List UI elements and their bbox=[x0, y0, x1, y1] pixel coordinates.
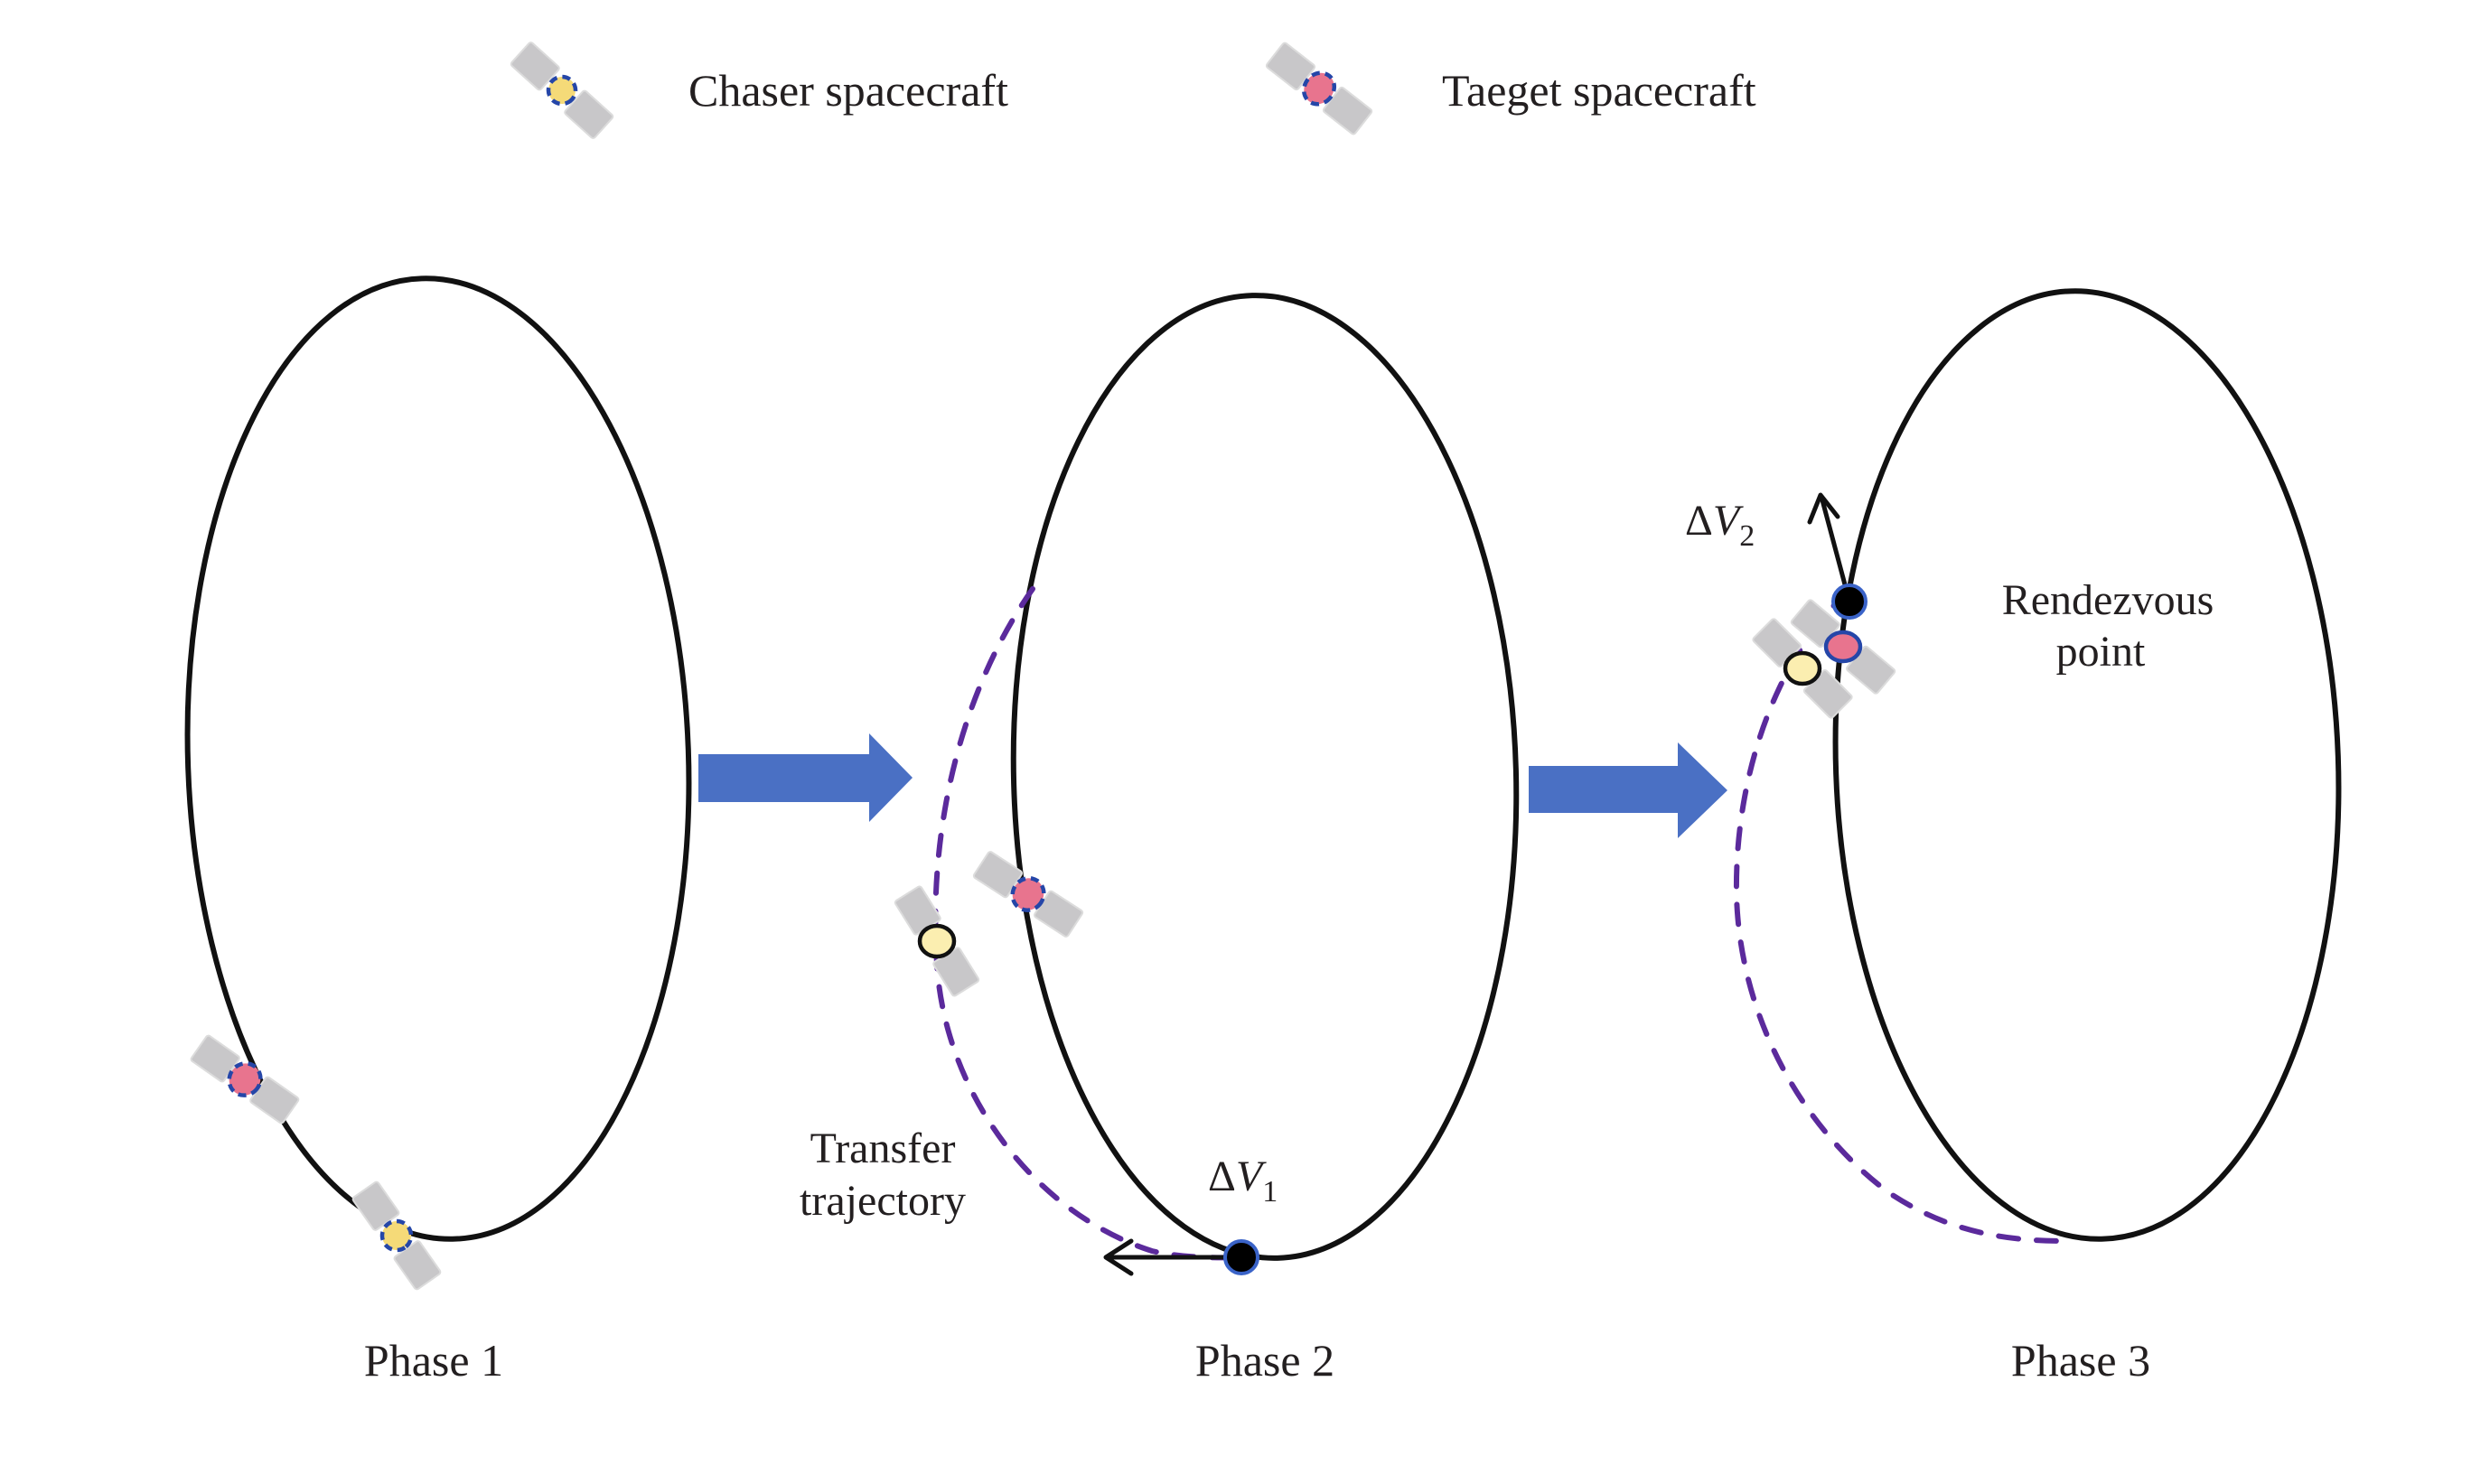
chaser-spacecraft-icon bbox=[509, 40, 615, 141]
phase-3-target-spacecraft bbox=[1789, 598, 1897, 695]
transfer-trajectory-label-line2: trajectory bbox=[800, 1177, 966, 1225]
phase-2-orbit bbox=[1010, 293, 1520, 1261]
phase-3-label: Phase 3 bbox=[2011, 1335, 2150, 1386]
phase-3-transfer-trajectory bbox=[1733, 589, 2067, 1244]
legend-target-label: Taeget spacecraft bbox=[1442, 65, 1756, 116]
phase-arrow-1 bbox=[698, 733, 913, 822]
phase-1-label: Phase 1 bbox=[364, 1335, 503, 1386]
phase-2-target-spacecraft bbox=[971, 849, 1085, 939]
phase-1-target-spacecraft bbox=[189, 1033, 301, 1125]
phase-1-chaser-spacecraft bbox=[351, 1180, 443, 1292]
phase-2-burn-point bbox=[1223, 1239, 1259, 1275]
phase-3-burn-point bbox=[1831, 583, 1868, 620]
phase-2-panel: ΔΔVV1 Transfer trajectory Phase 2 bbox=[800, 293, 1520, 1386]
phase-arrow-2 bbox=[1529, 742, 1727, 838]
phase-3-chaser-spacecraft bbox=[1751, 617, 1854, 720]
phase-1-orbit bbox=[184, 275, 692, 1242]
legend: Chaser spacecraft Taeget spacecraft bbox=[509, 40, 1756, 141]
legend-chaser-label: Chaser spacecraft bbox=[688, 65, 1008, 116]
phase-1-panel: Phase 1 bbox=[184, 275, 692, 1386]
delta-v1-vector bbox=[1103, 1238, 1244, 1276]
rendezvous-point-label-line2: point bbox=[2056, 628, 2146, 676]
rendezvous-point-label-line1: Rendezvous bbox=[2002, 576, 2214, 624]
target-spacecraft-icon bbox=[1264, 41, 1374, 136]
delta-v1-label: ΔΔVV1 bbox=[1208, 1153, 1278, 1209]
phase-2-transfer-trajectory bbox=[932, 586, 1244, 1261]
phase-2-label: Phase 2 bbox=[1195, 1335, 1334, 1386]
phase-2-chaser-spacecraft bbox=[893, 884, 981, 998]
phase-3-panel: ΔV2 Rendezvous point Phase 3 bbox=[1685, 288, 2342, 1386]
transfer-trajectory-label-line1: Transfer bbox=[810, 1125, 956, 1172]
delta-v2-label: ΔV2 bbox=[1685, 497, 1755, 553]
phase-3-orbit bbox=[1832, 288, 2342, 1242]
delta-v2-vector bbox=[1807, 492, 1852, 604]
